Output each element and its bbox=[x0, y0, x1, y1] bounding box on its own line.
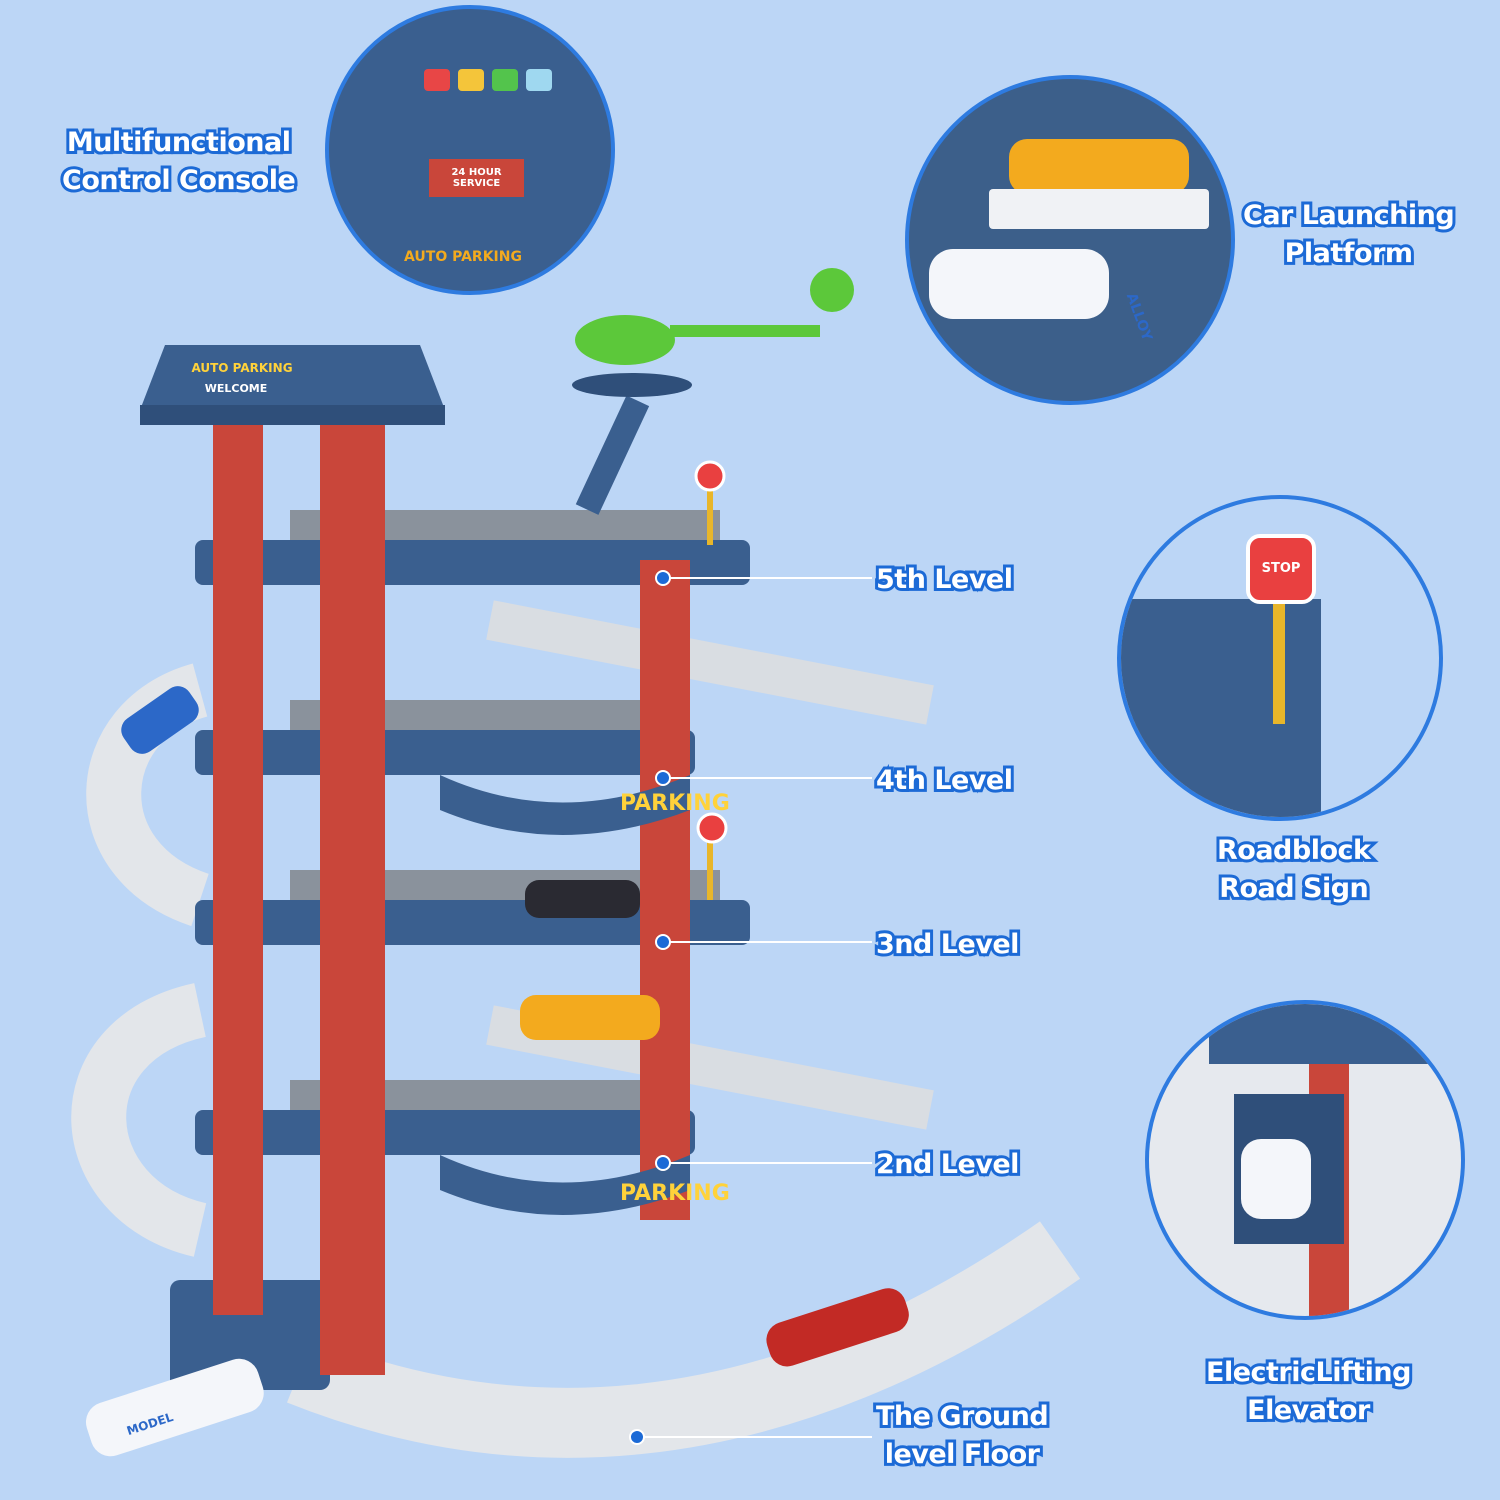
top-console bbox=[140, 345, 445, 410]
callout-5th-level: 5th Level bbox=[873, 561, 1016, 598]
detail-road-sign: STOP bbox=[1117, 495, 1443, 821]
callout-control-console: Multifunctional Control Console bbox=[59, 124, 299, 200]
ramp-5-4 bbox=[486, 600, 934, 725]
callout-line: Control Console bbox=[59, 162, 299, 199]
callout-line: Elevator bbox=[1244, 1392, 1373, 1429]
sign-welcome: WELCOME bbox=[205, 382, 268, 395]
callout-4th-level: 4th Level bbox=[873, 762, 1016, 799]
parking-sign-2: PARKING bbox=[620, 1181, 730, 1206]
callout-line: The Ground bbox=[873, 1398, 1052, 1435]
helicopter bbox=[575, 315, 675, 365]
leader-dots bbox=[629, 570, 671, 1445]
parking-sign-4: PARKING bbox=[620, 791, 730, 816]
detail-launching-platform: ALLOY bbox=[905, 75, 1235, 405]
callout-line: Multifunctional bbox=[64, 124, 294, 161]
alloy-text: ALLOY bbox=[1122, 290, 1155, 344]
callout-ground-floor: The Ground level Floor bbox=[873, 1398, 1052, 1474]
car-red bbox=[766, 1288, 909, 1367]
callout-line: Roadblock bbox=[1214, 832, 1374, 869]
stop-sign: STOP bbox=[1246, 534, 1316, 604]
callout-road-sign: Roadblock Road Sign bbox=[1214, 832, 1374, 908]
car-yellow bbox=[520, 995, 660, 1040]
callout-elevator: ElectricLifting Elevator bbox=[1203, 1354, 1414, 1430]
car-white bbox=[85, 1358, 264, 1457]
car-black bbox=[525, 880, 640, 918]
service-badge: 24 HOUR SERVICE bbox=[429, 159, 524, 197]
callout-line: Platform bbox=[1282, 235, 1416, 272]
callout-line: ElectricLifting bbox=[1203, 1354, 1414, 1391]
detail-elevator bbox=[1145, 1000, 1465, 1320]
car-blue bbox=[121, 686, 199, 754]
callout-2nd-level: 2nd Level bbox=[873, 1146, 1022, 1183]
callout-line: Road Sign bbox=[1216, 870, 1372, 907]
detail-console: 24 HOUR SERVICE AUTO PARKING bbox=[325, 5, 615, 295]
callout-line: Car Launching bbox=[1240, 197, 1458, 234]
spiral-track bbox=[71, 663, 210, 1257]
callout-line: level Floor bbox=[882, 1436, 1043, 1473]
console-auto-parking: AUTO PARKING bbox=[404, 249, 522, 265]
leader-lines bbox=[637, 577, 872, 1438]
pillars bbox=[213, 415, 690, 1375]
sign-auto-parking: AUTO PARKING bbox=[191, 361, 292, 375]
ground-track bbox=[287, 1221, 1081, 1458]
callout-3rd-level: 3nd Level bbox=[873, 926, 1022, 963]
callout-car-launching-platform: Car Launching Platform bbox=[1240, 197, 1458, 273]
